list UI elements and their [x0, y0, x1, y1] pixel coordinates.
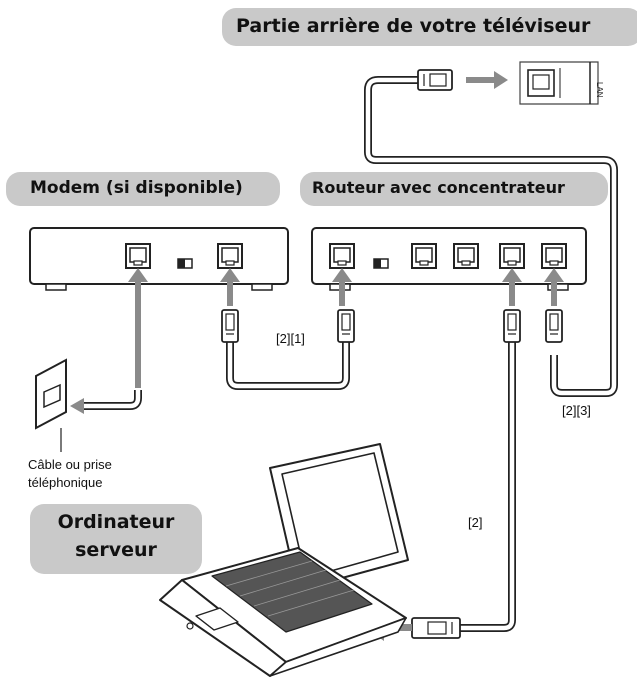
router-port-1 — [411, 243, 437, 269]
lan-port-label: LAN — [595, 82, 604, 98]
modem-port-line — [125, 243, 151, 269]
tv-plug — [417, 69, 453, 91]
router-wan-port — [329, 243, 355, 269]
plug-router-wan — [337, 309, 355, 343]
pc-plug — [411, 617, 461, 639]
modem-port-lan — [217, 243, 243, 269]
plug-router-tv — [545, 309, 563, 343]
router-port-3 — [499, 243, 525, 269]
wall-connection — [35, 358, 142, 452]
port-arrows — [128, 268, 564, 388]
tv-back-label-bg — [222, 8, 637, 46]
modem-label: Modem (si disponible) — [30, 178, 243, 198]
cable-modem-router — [221, 309, 355, 390]
laptop — [159, 443, 409, 677]
wall-socket-caption-line1: Câble ou prise — [28, 457, 112, 472]
cable-label-router-pc: [2] — [468, 515, 483, 530]
router-label: Routeur avec concentrateur — [312, 178, 565, 197]
tv-lan-port — [519, 61, 599, 105]
cable-router-pc — [366, 309, 521, 641]
plug-router-pc — [503, 309, 521, 343]
router-port-4 — [541, 243, 567, 269]
server-label-bg — [30, 504, 202, 574]
plug-modem — [221, 309, 239, 343]
cable-label-router-tv: [2][3] — [562, 403, 591, 418]
tv-connection: LAN — [364, 61, 618, 397]
router-label-bg — [300, 172, 608, 206]
router-port-2 — [453, 243, 479, 269]
tv-back-label: Partie arrière de votre téléviseur — [236, 15, 591, 37]
wall-socket-caption-line2: téléphonique — [28, 475, 103, 490]
cable-label-modem-router: [2][1] — [276, 331, 305, 346]
server-label-line1: Ordinateur — [57, 511, 175, 533]
router — [311, 227, 587, 291]
modem — [29, 227, 289, 291]
server-label-line2: serveur — [75, 539, 157, 561]
modem-label-bg — [6, 172, 280, 206]
